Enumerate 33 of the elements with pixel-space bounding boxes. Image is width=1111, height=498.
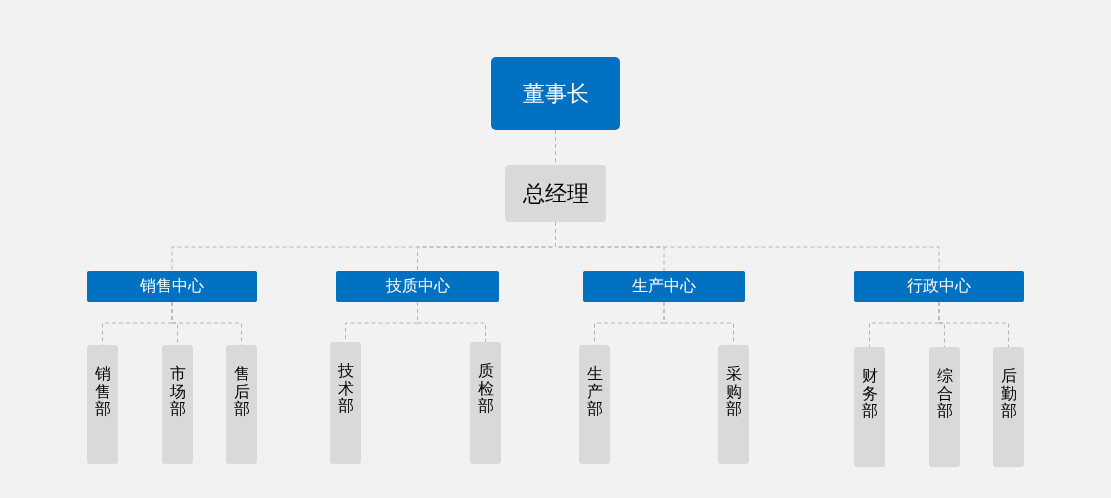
- department-label: 市场部: [169, 365, 186, 418]
- position-label: 销售中心: [140, 276, 204, 297]
- department-box: [993, 347, 1024, 467]
- position-box: [491, 57, 620, 130]
- position-box: [583, 271, 745, 302]
- department-label: 后勤部: [1000, 367, 1017, 420]
- position-label: 董事长: [522, 79, 589, 108]
- department-label: 质检部: [477, 362, 494, 415]
- position-label: 行政中心: [907, 276, 971, 297]
- department-label: 技术部: [337, 362, 354, 415]
- position-label: 总经理: [522, 179, 589, 208]
- department-box: [579, 345, 610, 464]
- department-label: 生产部: [586, 365, 603, 418]
- department-box: [226, 345, 257, 464]
- department-label: 采购部: [725, 365, 742, 418]
- department-label: 销售部: [94, 365, 111, 418]
- department-box: [929, 347, 960, 467]
- position-box: [336, 271, 499, 302]
- department-box: [87, 345, 118, 464]
- position-box: [87, 271, 257, 302]
- department-box: [718, 345, 749, 464]
- department-label: 综合部: [936, 367, 953, 420]
- position-label: 生产中心: [632, 276, 696, 297]
- department-box: [470, 342, 501, 464]
- department-label: 售后部: [233, 365, 250, 418]
- position-label: 技质中心: [385, 276, 450, 297]
- department-box: [330, 342, 361, 464]
- department-label: 财务部: [861, 367, 878, 420]
- position-box: [505, 165, 606, 222]
- department-box: [854, 347, 885, 467]
- connector-line: [938, 301, 1009, 348]
- department-box: [162, 345, 193, 464]
- position-box: [854, 271, 1024, 302]
